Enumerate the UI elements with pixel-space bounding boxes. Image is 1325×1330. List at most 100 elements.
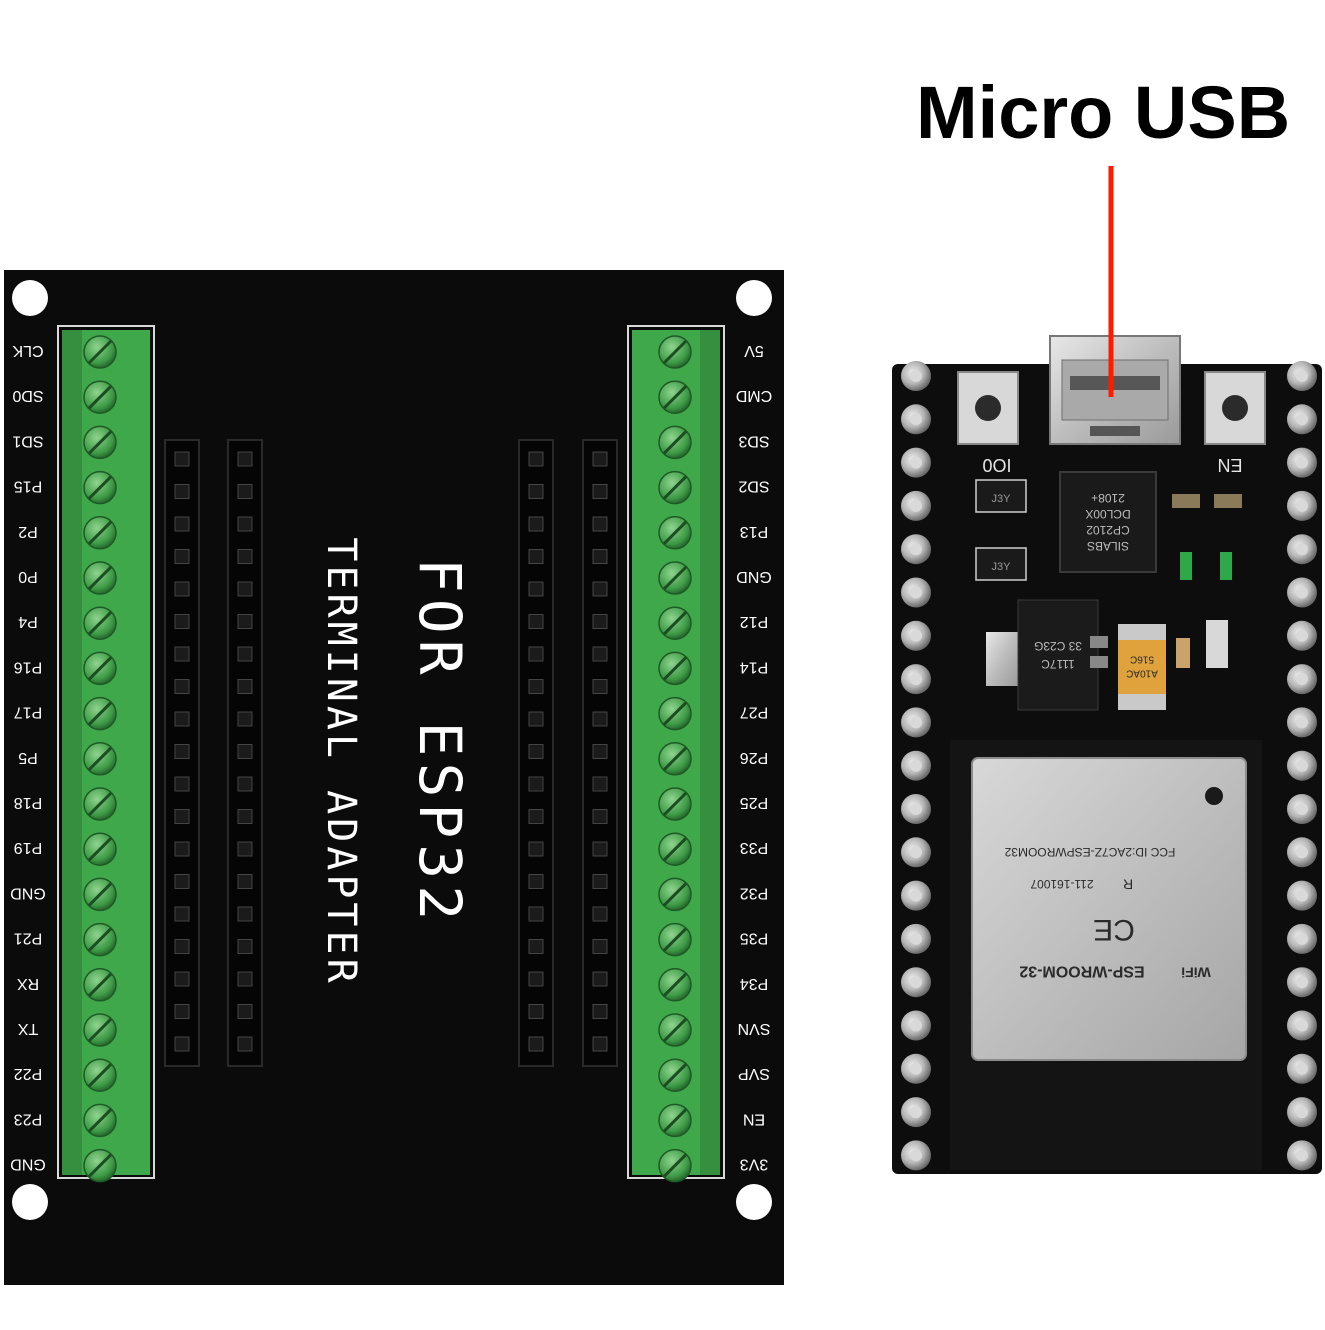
pin-label: P2 (18, 523, 38, 540)
screw-terminal (658, 470, 692, 505)
female-header (518, 439, 554, 1067)
pin-label: CMD (736, 387, 772, 404)
pin-label: GND (10, 884, 46, 901)
pin-label: P12 (740, 613, 769, 630)
screw-terminal (658, 516, 692, 550)
pin-label: SVN (738, 1020, 771, 1037)
screw-terminal (658, 425, 692, 460)
female-header (164, 439, 200, 1067)
screw-terminal (83, 742, 117, 776)
svg-text:J3Y: J3Y (992, 493, 1012, 505)
screw-terminal (658, 1058, 692, 1092)
header-pin (1287, 490, 1317, 521)
screw-terminal (658, 561, 692, 595)
pin-label: P26 (740, 749, 769, 766)
micro-usb-connector (1049, 335, 1181, 445)
module-marking: R (1123, 876, 1133, 892)
micro-usb-label: Micro USB (916, 71, 1291, 154)
pin-label: P19 (14, 839, 43, 856)
terminal-adapter-board: CLKSD0SD1P15P2P0P4P16P17P5P18P19GNDP21RX… (4, 270, 784, 1285)
module-marking: FCC ID:2AC7Z-ESPWROOM32 (1004, 845, 1175, 859)
pin-label: CLK (12, 342, 43, 359)
pin-label: P13 (740, 523, 769, 540)
header-pin (901, 967, 931, 998)
screw-terminal (83, 606, 117, 640)
header-pin (901, 1053, 931, 1084)
screw-terminal (83, 1103, 117, 1138)
pin-label: P22 (14, 1065, 43, 1082)
mount-hole (736, 1184, 772, 1220)
screw-terminal (83, 968, 117, 1002)
screw-terminal (83, 787, 117, 821)
svg-text:516C: 516C (1130, 654, 1154, 665)
screw-terminal (658, 696, 692, 731)
header-sockets (164, 439, 618, 1067)
adapter-title: FOR ESP32 (406, 558, 474, 926)
screw-terminal (658, 922, 692, 957)
pin-label: GND (736, 568, 772, 585)
screw-terminal (658, 1148, 692, 1183)
pin-label: P32 (740, 884, 769, 901)
screw-terminal (83, 516, 117, 550)
pin-label: P15 (14, 478, 43, 495)
screw-terminal (83, 651, 117, 686)
header-pin (901, 577, 931, 608)
pin-label: P34 (740, 975, 769, 992)
pin-label: SD0 (12, 387, 43, 404)
right-screw-terminals (658, 335, 692, 1183)
header-pin (901, 707, 931, 738)
screw-terminal (83, 696, 117, 731)
svg-text:1117C: 1117C (1041, 657, 1075, 671)
devboard-pin-headers (901, 361, 1317, 1171)
screw-terminal (83, 922, 117, 957)
pin-label: P18 (14, 794, 43, 811)
screw-terminal (83, 1013, 117, 1047)
pin-label: SD1 (12, 432, 43, 449)
header-pin (1287, 664, 1317, 695)
header-pin (901, 880, 931, 911)
header-pin (1287, 1053, 1317, 1084)
transistor: J3Y (975, 547, 1027, 581)
svg-text:SILABS: SILABS (1087, 539, 1129, 553)
screw-terminal (658, 651, 692, 686)
pin-label: P5 (18, 749, 38, 766)
pin-label: P23 (14, 1110, 43, 1127)
header-pin (901, 447, 931, 478)
mount-hole (12, 1184, 48, 1220)
pin-label: P0 (18, 568, 38, 585)
pin-label: GND (10, 1156, 46, 1173)
screw-terminal (83, 561, 117, 595)
header-pin (901, 664, 931, 695)
header-pin (1287, 534, 1317, 565)
svg-text:33 C23G: 33 C23G (1034, 639, 1082, 653)
screw-terminal (658, 787, 692, 821)
svg-text:DCL00X: DCL00X (1085, 507, 1130, 521)
pin-label: P4 (18, 613, 38, 630)
header-pin (901, 490, 931, 521)
header-pin (1287, 1010, 1317, 1041)
screw-terminal (83, 380, 117, 414)
female-header (582, 439, 618, 1067)
enable-button (1204, 371, 1266, 445)
pin-label: P27 (740, 704, 769, 721)
module-marking: 211-161007 (1030, 877, 1093, 891)
screw-terminal (658, 335, 692, 369)
header-pin (1287, 361, 1317, 391)
screw-terminal (83, 877, 117, 912)
pin-label: P25 (740, 794, 769, 811)
transistor: J3Y (975, 479, 1027, 513)
header-pin (1287, 1140, 1317, 1171)
module-marking: WiFi (1181, 964, 1210, 980)
header-pin (1287, 923, 1317, 954)
svg-text:CP2102: CP2102 (1086, 523, 1130, 537)
left-pin-labels: CLKSD0SD1P15P2P0P4P16P17P5P18P19GNDP21RX… (10, 342, 46, 1173)
boot-button (957, 371, 1019, 445)
header-pin (901, 361, 931, 391)
header-pin (1287, 404, 1317, 435)
screw-terminal (658, 1103, 692, 1138)
header-pin (901, 794, 931, 824)
